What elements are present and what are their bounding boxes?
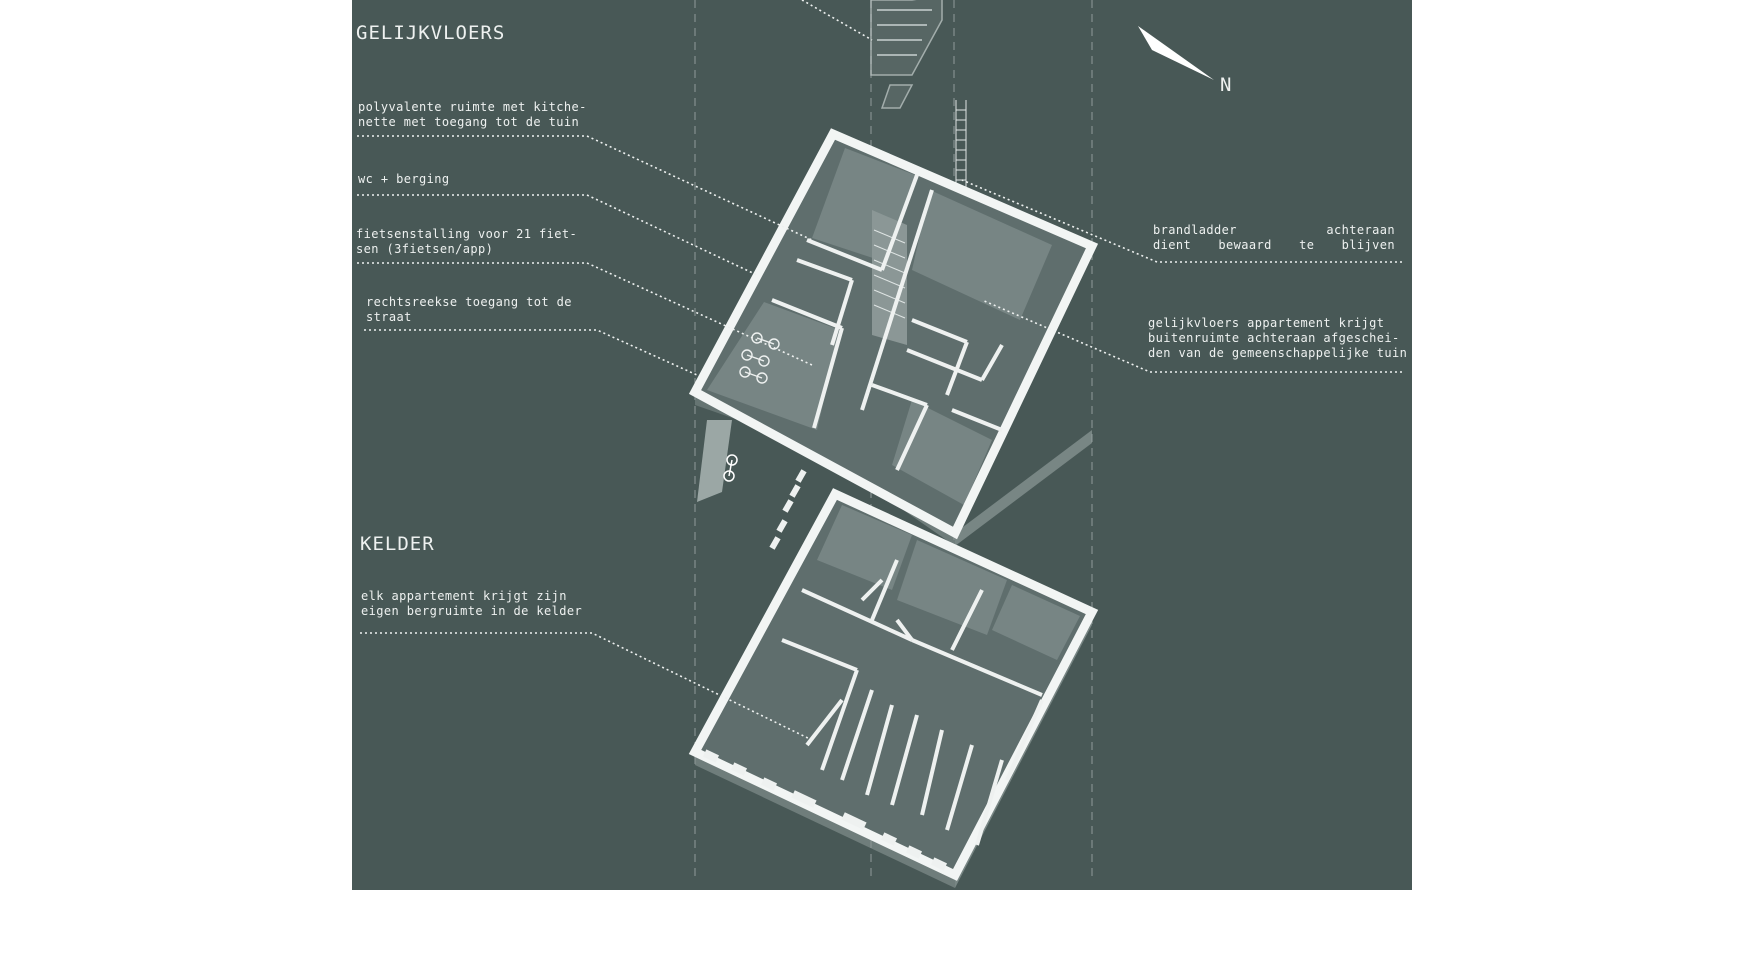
fire-ladder xyxy=(955,100,967,190)
ground-floor-plan xyxy=(688,128,1099,546)
label-wc-storage: wc + berging xyxy=(358,172,450,186)
leader-multipurpose xyxy=(357,135,813,241)
leader-lines xyxy=(357,0,1402,741)
basement-room xyxy=(992,585,1080,660)
street-entrance xyxy=(697,420,732,502)
diagram-panel: N GELIJKVLOERS KELDER polyvalente ruimte… xyxy=(352,0,1412,890)
entrance-bike-icon xyxy=(723,454,738,482)
leader-bikes xyxy=(357,262,813,366)
leader-street xyxy=(364,329,698,376)
leader-top xyxy=(801,0,873,41)
north-arrow xyxy=(1138,26,1214,80)
interior-walls xyxy=(771,174,1004,471)
leader-basement-storage xyxy=(360,632,813,741)
bike-icons xyxy=(739,332,780,384)
ground-floor-title: GELIJKVLOERS xyxy=(356,22,506,44)
room-apartment-kitchen xyxy=(912,190,1052,320)
basement-title: KELDER xyxy=(360,533,435,555)
leader-outdoor xyxy=(981,299,1402,373)
basement-plan xyxy=(688,488,1099,888)
footsteps xyxy=(769,469,807,550)
north-label: N xyxy=(1220,74,1233,96)
label-fire-ladder: brandladder achteraan dient bewaard te b… xyxy=(1153,223,1395,252)
basement-room xyxy=(817,505,912,590)
basement-outer-walls xyxy=(688,488,1099,881)
label-outdoor-space: gelijkvloers appartement krijgt buitenru… xyxy=(1148,316,1408,360)
top-stair xyxy=(870,0,943,109)
label-basement-storage: elk appartement krijgt zijn eigen bergru… xyxy=(361,589,583,618)
basement-window-marks xyxy=(702,749,948,871)
stair-core xyxy=(872,210,907,345)
axonometric-drawing xyxy=(357,0,1402,888)
label-bike-storage: fietsenstalling voor 21 fiet- sen (3fiet… xyxy=(356,227,578,256)
outer-walls xyxy=(688,128,1099,540)
basement-room xyxy=(897,540,1007,635)
basement-storage-walls xyxy=(781,559,1044,846)
label-multipurpose-room: polyvalente ruimte met kitche- nette met… xyxy=(358,100,587,129)
label-street-access: rechtsreekse toegang tot de straat xyxy=(366,295,572,324)
room-bike-storage xyxy=(707,302,840,430)
leader-wc xyxy=(357,194,758,276)
leader-fire-ladder xyxy=(961,179,1402,263)
